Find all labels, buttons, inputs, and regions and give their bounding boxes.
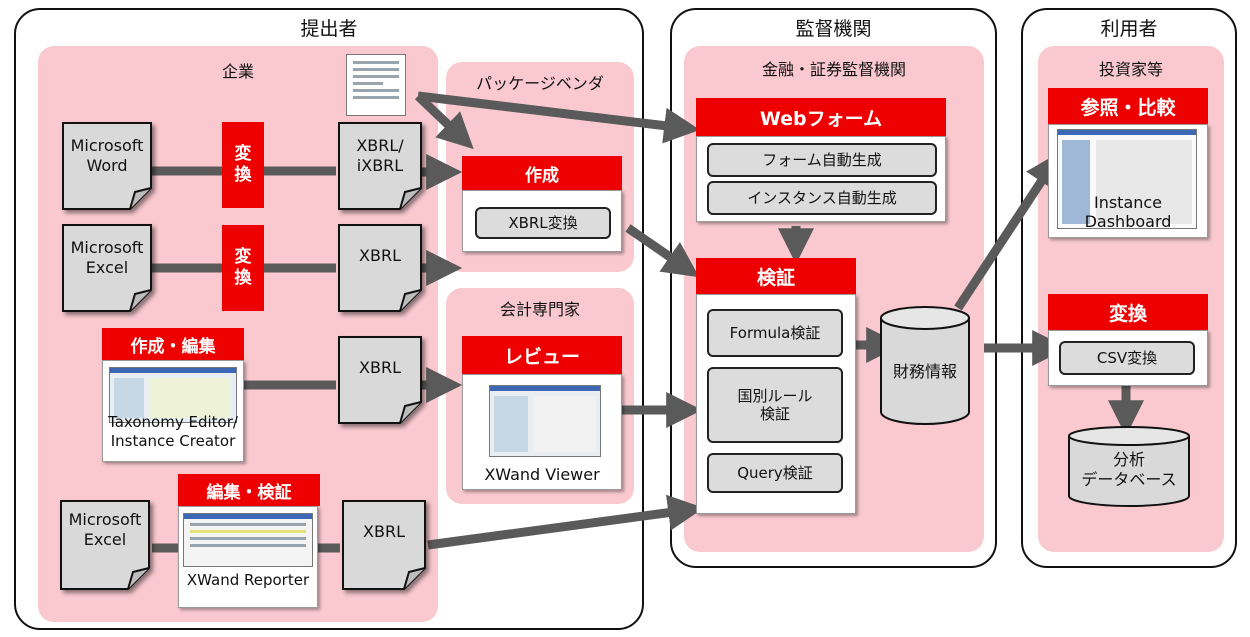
form-auto-generate-pill: フォーム自動生成: [707, 143, 937, 177]
arrow-report-to-create: [414, 92, 474, 150]
analysis-database-label: 分析 データベース: [1081, 450, 1177, 489]
csv-convert-pill: CSV変換: [1059, 341, 1195, 375]
taxonomy-editor-panel: Taxonomy Editor/ Instance Creator: [102, 360, 244, 462]
xwand-viewer-caption: XWand Viewer: [484, 465, 600, 484]
excel-document-1: Microsoft Excel: [62, 224, 152, 312]
xwand-reporter-screenshot: [183, 513, 313, 567]
review-header: レビュー: [462, 336, 622, 374]
taxonomy-editor-caption: Taxonomy Editor/ Instance Creator: [108, 413, 238, 450]
user-title: 利用者: [1100, 18, 1158, 40]
excel-document-2: Microsoft Excel: [60, 500, 150, 590]
instance-dashboard-panel: Instance Dashboard: [1048, 124, 1208, 238]
accounting-expert-title: 会計専門家: [499, 300, 580, 319]
convert-label-1: 変 換: [222, 122, 264, 208]
xbrl-document-1: XBRL: [338, 224, 422, 312]
package-vendor-title: パッケージベンダ: [476, 74, 604, 93]
webform-header: Webフォーム: [696, 98, 946, 136]
query-validation-pill: Query検証: [707, 453, 843, 493]
report-thumbnail-image: [346, 54, 406, 116]
arrow-report-to-webform: [417, 91, 701, 144]
analysis-database: 分析 データベース: [1068, 426, 1190, 508]
edit-validate-header: 編集・検証: [178, 474, 320, 506]
xwand-viewer-panel: XWand Viewer: [462, 374, 622, 490]
arrow-xbrlconv-to-validation: [625, 224, 700, 278]
webform-panel: フォーム自動生成 インスタンス自動生成: [696, 136, 946, 222]
create-header: 作成: [462, 156, 622, 190]
csv-convert-panel: CSV変換: [1048, 330, 1208, 386]
xwand-reporter-caption: XWand Reporter: [186, 571, 310, 589]
country-rule-validation-pill: 国別ルール 検証: [707, 367, 843, 443]
regulator-title: 監督機関: [795, 18, 872, 40]
xbrl-document-1-label: XBRL: [359, 246, 401, 265]
word-document: Microsoft Word: [62, 122, 152, 210]
xbrl-document-3-label: XBRL: [363, 522, 405, 541]
instance-dashboard-screenshot: [1057, 129, 1197, 229]
xbrl-document-3: XBRL: [342, 500, 426, 590]
xwand-reporter-panel: XWand Reporter: [178, 506, 318, 608]
instance-auto-generate-pill: インスタンス自動生成: [707, 181, 937, 215]
xbrl-convert-pill: XBRL変換: [475, 207, 611, 239]
word-document-label: Microsoft Word: [70, 136, 144, 175]
taxonomy-editor-screenshot: [109, 367, 237, 423]
fsa-title: 金融・証券監督機関: [761, 60, 906, 79]
xbrl-ixbrl-label: XBRL/ iXBRL: [356, 136, 404, 175]
formula-validation-pill: Formula検証: [707, 309, 843, 357]
arrow-db-to-dashboard: [954, 151, 1061, 311]
excel-document-1-label: Microsoft Excel: [70, 238, 144, 277]
convert-header: 変換: [1048, 294, 1208, 330]
convert-label-2: 変 換: [222, 225, 264, 311]
ref-compare-header: 参照・比較: [1048, 88, 1208, 124]
xbrl-ixbrl-document: XBRL/ iXBRL: [338, 122, 422, 210]
financial-info-label: 財務情報: [892, 362, 957, 381]
investors-title: 投資家等: [1098, 60, 1163, 79]
validation-header: 検証: [696, 258, 856, 294]
excel-document-2-label: Microsoft Excel: [68, 510, 142, 549]
company-title: 企業: [221, 62, 254, 81]
create-edit-header: 作成・編集: [102, 328, 244, 360]
xbrl-document-2-label: XBRL: [359, 358, 401, 377]
arrow-xbrl3-to-validation: [427, 494, 705, 550]
submitter-title: 提出者: [300, 18, 358, 40]
financial-info-database: 財務情報: [880, 306, 970, 426]
xbrl-document-2: XBRL: [338, 336, 422, 424]
instance-dashboard-caption: Instance Dashboard: [1084, 193, 1172, 232]
create-panel: XBRL変換: [462, 190, 622, 252]
xwand-viewer-screenshot: [489, 385, 601, 457]
validation-panel: Formula検証 国別ルール 検証 Query検証: [696, 294, 856, 514]
